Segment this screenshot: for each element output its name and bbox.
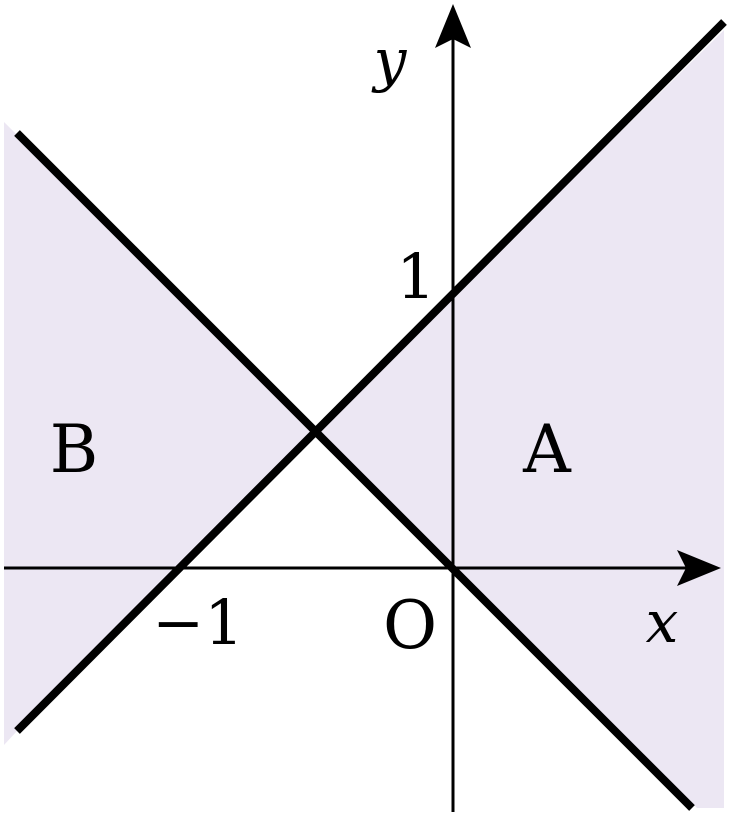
region-a-label: A: [522, 411, 572, 488]
line-y-equals-minus-x: [14, 130, 695, 811]
region-a-fill: [316, 30, 724, 808]
x-axis-arrowhead: [677, 550, 721, 586]
y-axis-arrowhead: [435, 4, 471, 48]
line-y-equals-x-plus-1: [14, 19, 727, 734]
y-axis-label: y: [371, 26, 408, 94]
region-b-label: B: [50, 411, 99, 488]
region-b-fill: [4, 122, 316, 745]
origin-label: O: [383, 587, 437, 664]
y-tick-label: 1: [396, 240, 435, 313]
x-tick-label: −1: [152, 586, 243, 659]
x-axis-label: x: [646, 588, 679, 656]
